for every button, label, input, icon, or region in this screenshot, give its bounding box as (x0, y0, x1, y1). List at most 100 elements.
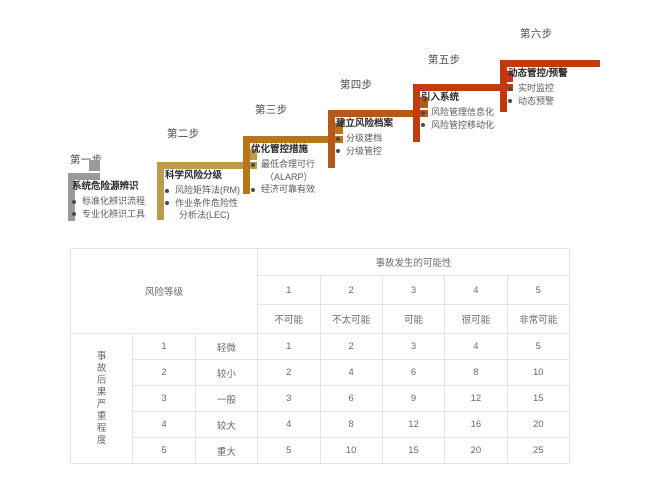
step-4-bullet-2: 分级管控 (336, 145, 393, 158)
likelihood-number-1: 1 (257, 275, 321, 305)
step-2-bullet-2: 作业条件危险性 (165, 197, 240, 210)
step-4-bullet-1: 分级建档 (336, 132, 393, 145)
matrix-cell-s5-l2: 10 (319, 437, 383, 464)
step-2-title: 科学风险分级 (165, 170, 223, 181)
bullet-dot-icon (336, 149, 340, 153)
bullet-dot-icon (508, 99, 512, 103)
step-2-bullet-continuation: 分析法(LEC) (179, 210, 230, 220)
step-5-bullet-2-label: 风险管控移动化 (431, 119, 495, 130)
step-3-content: 优化管控措施最低合理可行 （ALARP） 经济可靠有效 (251, 143, 315, 196)
step-2-bullet-list: 风险矩阵法(RM)作业条件危险性分析法(LEC) (165, 184, 240, 222)
matrix-cell-s4-l3: 12 (381, 411, 446, 438)
step-4-bracket (328, 110, 428, 168)
step-4-bullet-1-label: 分级建档 (346, 133, 383, 143)
severity-header-char: 度 (96, 434, 107, 446)
matrix-cell-s3-l3: 9 (381, 385, 446, 412)
step-3-bullet-1-label: 最低合理可行 (261, 159, 316, 169)
step-4-bullet-2-label: 分级管控 (346, 145, 383, 156)
step-6-bracket-vertical (500, 60, 507, 112)
matrix-corner-label: 风险等级 (69, 248, 259, 334)
step-5-bracket-vertical (413, 84, 420, 142)
severity-index-4: 4 (132, 411, 196, 438)
likelihood-word-3: 可能 (381, 304, 446, 334)
step-6-bracket (500, 60, 600, 112)
bullet-dot-icon (336, 136, 340, 141)
matrix-cell-s1-l5: 5 (506, 333, 571, 360)
step-5-content: 引入系统风险管理信息化风险管控移动化 (421, 91, 494, 131)
bullet-dot-icon (421, 110, 425, 115)
step-4-content: 建立风险档案分级建档分级管控 (336, 117, 393, 157)
step-3-title: 优化管控措施 (251, 144, 309, 155)
matrix-cell-s1-l4: 4 (444, 333, 508, 360)
matrix-cell-s3-l1: 3 (257, 385, 321, 412)
step-2-bullet-1: 风险矩阵法(RM) (165, 184, 240, 197)
step-1-bracket (68, 173, 100, 221)
step-5-bullet-list: 风险管理信息化风险管控移动化 (421, 106, 494, 131)
six-step-staircase-diagram: 第一步系统危险源辨识标准化辨识流程专业化辨识工具第二步科学风险分级风险矩阵法(R… (0, 0, 653, 240)
step-6-caption: 第六步 (520, 28, 553, 40)
step-2-bullet-2-label: 作业条件危险性 (175, 197, 239, 208)
bullet-dot-icon (165, 188, 169, 193)
matrix-cell-s2-l2: 4 (319, 359, 383, 386)
matrix-cell-s5-l5: 25 (506, 437, 571, 464)
step-4-bullet-list: 分级建档分级管控 (336, 132, 393, 157)
step-6-bullet-2-label: 动态预警 (518, 95, 555, 106)
step-1-bullet-2: 专业化辨识工具 (72, 208, 145, 221)
step-2-arrow-icon (246, 149, 257, 160)
severity-name-4: 较大 (194, 411, 259, 438)
bullet-dot-icon (72, 199, 76, 204)
likelihood-word-2: 不太可能 (319, 304, 383, 334)
matrix-cell-s5-l3: 15 (381, 437, 446, 464)
matrix-cell-s3-l4: 12 (444, 385, 508, 412)
severity-index-5: 5 (132, 437, 196, 464)
bullet-dot-icon (421, 123, 425, 127)
step-1-title: 系统危险源辨识 (72, 181, 139, 192)
bullet-dot-icon (508, 86, 512, 91)
matrix-cell-s3-l5: 15 (506, 385, 571, 412)
matrix-header-row-title: 风险等级事故发生的可能性 (69, 248, 570, 334)
severity-name-1: 轻微 (194, 333, 259, 360)
step-1-bullet-1-label: 标准化辨识流程 (82, 196, 146, 206)
step-6-bullet-list: 实时监控动态预警 (508, 82, 568, 107)
step-4-bracket-horizontal (328, 110, 428, 117)
likelihood-number-5: 5 (506, 275, 571, 305)
bullet-dot-icon (251, 162, 255, 167)
step-3-bullet-1-continuation: （ALARP） (265, 171, 313, 182)
matrix-cell-s2-l5: 10 (506, 359, 571, 386)
severity-name-2: 较小 (194, 359, 259, 386)
step-6-bracket-horizontal (500, 60, 600, 67)
step-5-bracket (413, 84, 513, 142)
severity-index-3: 3 (132, 385, 196, 412)
step-2-content: 科学风险分级风险矩阵法(RM)作业条件危险性分析法(LEC) (165, 169, 240, 222)
step-2-caption: 第二步 (167, 128, 200, 140)
matrix-cell-s1-l3: 3 (381, 333, 446, 360)
step-4-title: 建立风险档案 (336, 118, 394, 129)
step-3-bullet-2: 经济可靠有效 (251, 183, 315, 196)
likelihood-header: 事故发生的可能性 (257, 248, 570, 276)
step-6-title: 动态管控/预警 (508, 68, 568, 79)
bullet-dot-icon (72, 212, 76, 216)
matrix-cell-s5-l4: 20 (444, 437, 508, 464)
step-4-caption: 第四步 (340, 79, 373, 91)
step-6-bullet-2: 动态预警 (508, 95, 568, 108)
severity-index-2: 2 (132, 359, 196, 386)
step-1-bullet-list: 标准化辨识流程专业化辨识工具 (72, 195, 145, 220)
matrix-cell-s2-l4: 8 (444, 359, 508, 386)
severity-header-char: 果 (96, 386, 107, 398)
matrix-cell-s5-l1: 5 (257, 437, 321, 464)
matrix-cell-s4-l5: 20 (506, 411, 571, 438)
severity-header-char: 故 (96, 362, 107, 374)
step-1-bullet-1: 标准化辨识流程 (72, 195, 145, 208)
severity-index-1: 1 (132, 333, 196, 360)
step-2-bracket (157, 162, 257, 220)
step-2-bracket-horizontal (157, 162, 257, 169)
step-5-bracket-horizontal (413, 84, 513, 91)
matrix-cell-s1-l1: 1 (257, 333, 321, 360)
step-4-bracket-vertical (328, 110, 335, 168)
step-3-bullet-2-label: 经济可靠有效 (261, 184, 316, 194)
